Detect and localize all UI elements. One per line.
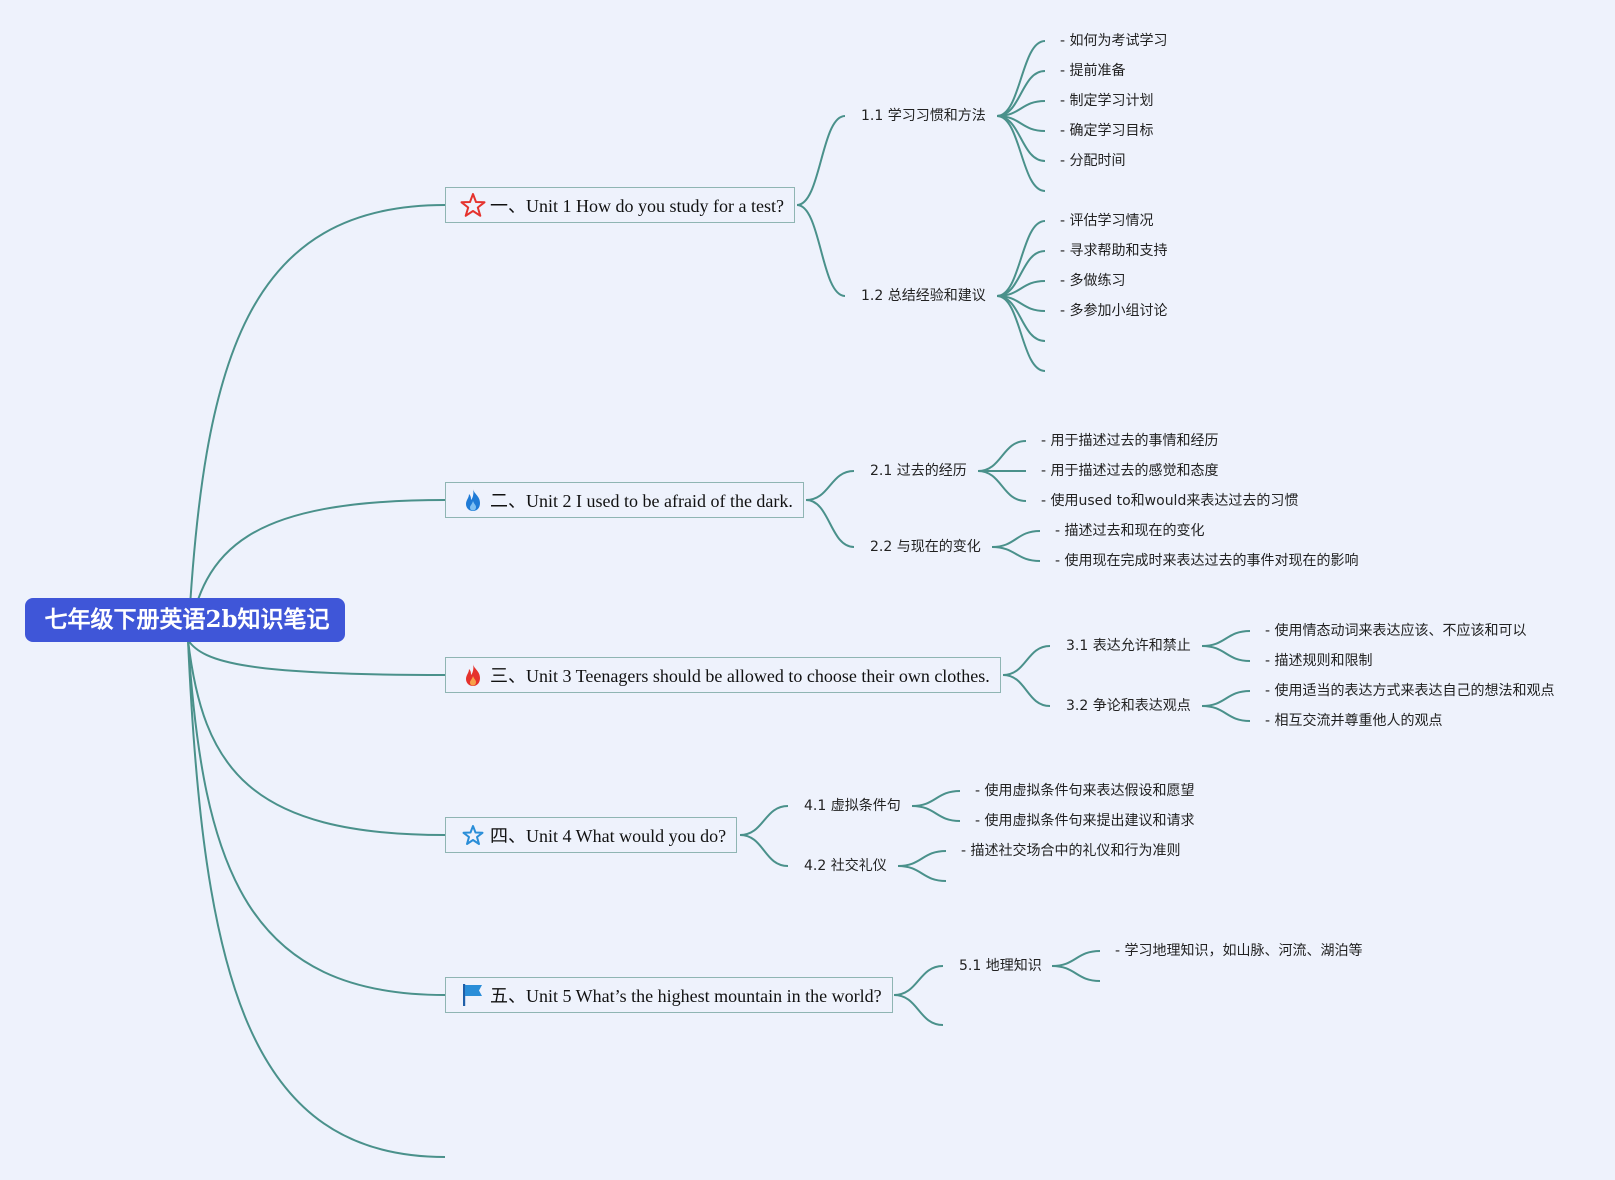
leaf-1-2-4: - 多参加小组讨论 xyxy=(1060,303,1168,319)
root-topic[interactable]: 七年级下册英语2b知识笔记 xyxy=(25,598,345,642)
sub-3-1-leaf-connector-0 xyxy=(1201,630,1251,647)
root-connector-6 xyxy=(187,639,446,1158)
subtopic-4-2[interactable]: 4.2 社交礼仪 xyxy=(804,858,887,874)
leaf-2-1-3: - 使用used to和would来表达过去的习惯 xyxy=(1041,493,1299,509)
unit-5-topic[interactable]: 五、Unit 5 What’s the highest mountain in … xyxy=(445,977,893,1013)
unit-1-topic[interactable]: 一、Unit 1 How do you study for a test? xyxy=(445,187,795,223)
unit-1-label: 一、Unit 1 How do you study for a test? xyxy=(490,196,784,216)
leaf-1-1-5: - 分配时间 xyxy=(1060,153,1126,169)
subtopic-3-1[interactable]: 3.1 表达允许和禁止 xyxy=(1066,638,1191,654)
unit-2-topic[interactable]: 二、Unit 2 I used to be afraid of the dark… xyxy=(445,482,804,518)
unit-4-connector-b xyxy=(739,834,789,867)
star-outline-blue-icon xyxy=(460,822,486,848)
sub-1-1-leaf-connector-5 xyxy=(996,115,1046,192)
star-outline-red-icon xyxy=(460,192,486,218)
sub-4-2-leaf-connector-1 xyxy=(897,865,947,882)
flag-blue-icon xyxy=(460,982,486,1008)
sub-3-2-leaf-connector-0 xyxy=(1201,690,1251,707)
subtopic-2-2[interactable]: 2.2 与现在的变化 xyxy=(870,539,981,555)
leaf-2-2-2: - 使用现在完成时来表达过去的事件对现在的影响 xyxy=(1055,553,1359,569)
leaf-1-2-1: - 评估学习情况 xyxy=(1060,213,1154,229)
flame-red-icon xyxy=(460,662,486,688)
subtopic-3-2[interactable]: 3.2 争论和表达观点 xyxy=(1066,698,1191,714)
unit-3-connector-a xyxy=(1002,645,1051,676)
unit-1-connector-b xyxy=(796,204,846,297)
unit-2-label: 二、Unit 2 I used to be afraid of the dark… xyxy=(490,491,793,511)
sub-2-1-leaf-connector-0 xyxy=(977,440,1027,472)
leaf-2-2-1: - 描述过去和现在的变化 xyxy=(1055,523,1205,539)
unit-5-connector-b xyxy=(893,994,944,1026)
leaf-2-1-2: - 用于描述过去的感觉和态度 xyxy=(1041,463,1219,479)
leaf-4-2-1: - 描述社交场合中的礼仪和行为准则 xyxy=(961,843,1181,859)
leaf-3-1-2: - 描述规则和限制 xyxy=(1265,653,1373,669)
sub-4-1-leaf-connector-1 xyxy=(911,805,961,822)
unit-5-connector-a xyxy=(893,965,944,996)
subtopic-1-2[interactable]: 1.2 总结经验和建议 xyxy=(861,288,986,304)
sub-1-2-leaf-connector-0 xyxy=(996,220,1046,297)
leaf-5-1-1: - 学习地理知识，如山脉、河流、湖泊等 xyxy=(1115,943,1363,959)
unit-4-label: 四、Unit 4 What would you do? xyxy=(490,826,727,846)
root-connector-4 xyxy=(187,639,446,836)
leaf-3-2-1: - 使用适当的表达方式来表达自己的想法和观点 xyxy=(1265,683,1555,699)
subtopic-5-1[interactable]: 5.1 地理知识 xyxy=(959,958,1042,974)
root-connector-5 xyxy=(187,639,446,996)
sub-5-1-leaf-connector-1 xyxy=(1051,965,1101,982)
unit-4-topic[interactable]: 四、Unit 4 What would you do? xyxy=(445,817,738,853)
leaf-3-2-2: - 相互交流并尊重他人的观点 xyxy=(1265,713,1443,729)
unit-4-connector-a xyxy=(739,805,789,836)
leaf-4-1-2: - 使用虚拟条件句来提出建议和请求 xyxy=(975,813,1195,829)
unit-2-connector-b xyxy=(805,499,855,548)
leaf-1-2-2: - 寻求帮助和支持 xyxy=(1060,243,1168,259)
sub-5-1-leaf-connector-0 xyxy=(1051,950,1101,967)
leaf-1-1-3: - 制定学习计划 xyxy=(1060,93,1154,109)
leaf-1-1-4: - 确定学习目标 xyxy=(1060,123,1154,139)
leaf-1-1-2: - 提前准备 xyxy=(1060,63,1126,79)
root-connector-3 xyxy=(187,639,446,676)
flame-blue-icon xyxy=(460,487,486,513)
subtopic-1-1[interactable]: 1.1 学习习惯和方法 xyxy=(861,108,986,124)
sub-3-2-leaf-connector-1 xyxy=(1201,705,1251,722)
sub-2-1-leaf-connector-2 xyxy=(977,470,1027,502)
subtopic-2-1[interactable]: 2.1 过去的经历 xyxy=(870,463,967,479)
leaf-1-1-1: - 如何为考试学习 xyxy=(1060,33,1168,49)
sub-4-1-leaf-connector-0 xyxy=(911,790,961,807)
leaf-1-2-3: - 多做练习 xyxy=(1060,273,1126,289)
sub-3-1-leaf-connector-1 xyxy=(1201,645,1251,662)
unit-5-label: 五、Unit 5 What’s the highest mountain in … xyxy=(490,986,882,1006)
sub-2-2-leaf-connector-0 xyxy=(991,530,1041,548)
sub-1-2-leaf-connector-5 xyxy=(996,295,1046,372)
root-connector-1 xyxy=(187,204,446,641)
leaf-3-1-1: - 使用情态动词来表达应该、不应该和可以 xyxy=(1265,623,1527,639)
unit-3-label: 三、Unit 3 Teenagers should be allowed to … xyxy=(490,666,990,686)
unit-3-connector-b xyxy=(1002,674,1051,707)
unit-3-topic[interactable]: 三、Unit 3 Teenagers should be allowed to … xyxy=(445,657,1001,693)
leaf-4-1-1: - 使用虚拟条件句来表达假设和愿望 xyxy=(975,783,1195,799)
sub-2-2-leaf-connector-1 xyxy=(991,546,1041,562)
unit-2-connector-a xyxy=(805,470,855,501)
sub-1-1-leaf-connector-0 xyxy=(996,40,1046,117)
unit-1-connector-a xyxy=(796,115,846,206)
subtopic-4-1[interactable]: 4.1 虚拟条件句 xyxy=(804,798,901,814)
leaf-2-1-1: - 用于描述过去的事情和经历 xyxy=(1041,433,1219,449)
sub-4-2-leaf-connector-0 xyxy=(897,850,947,867)
